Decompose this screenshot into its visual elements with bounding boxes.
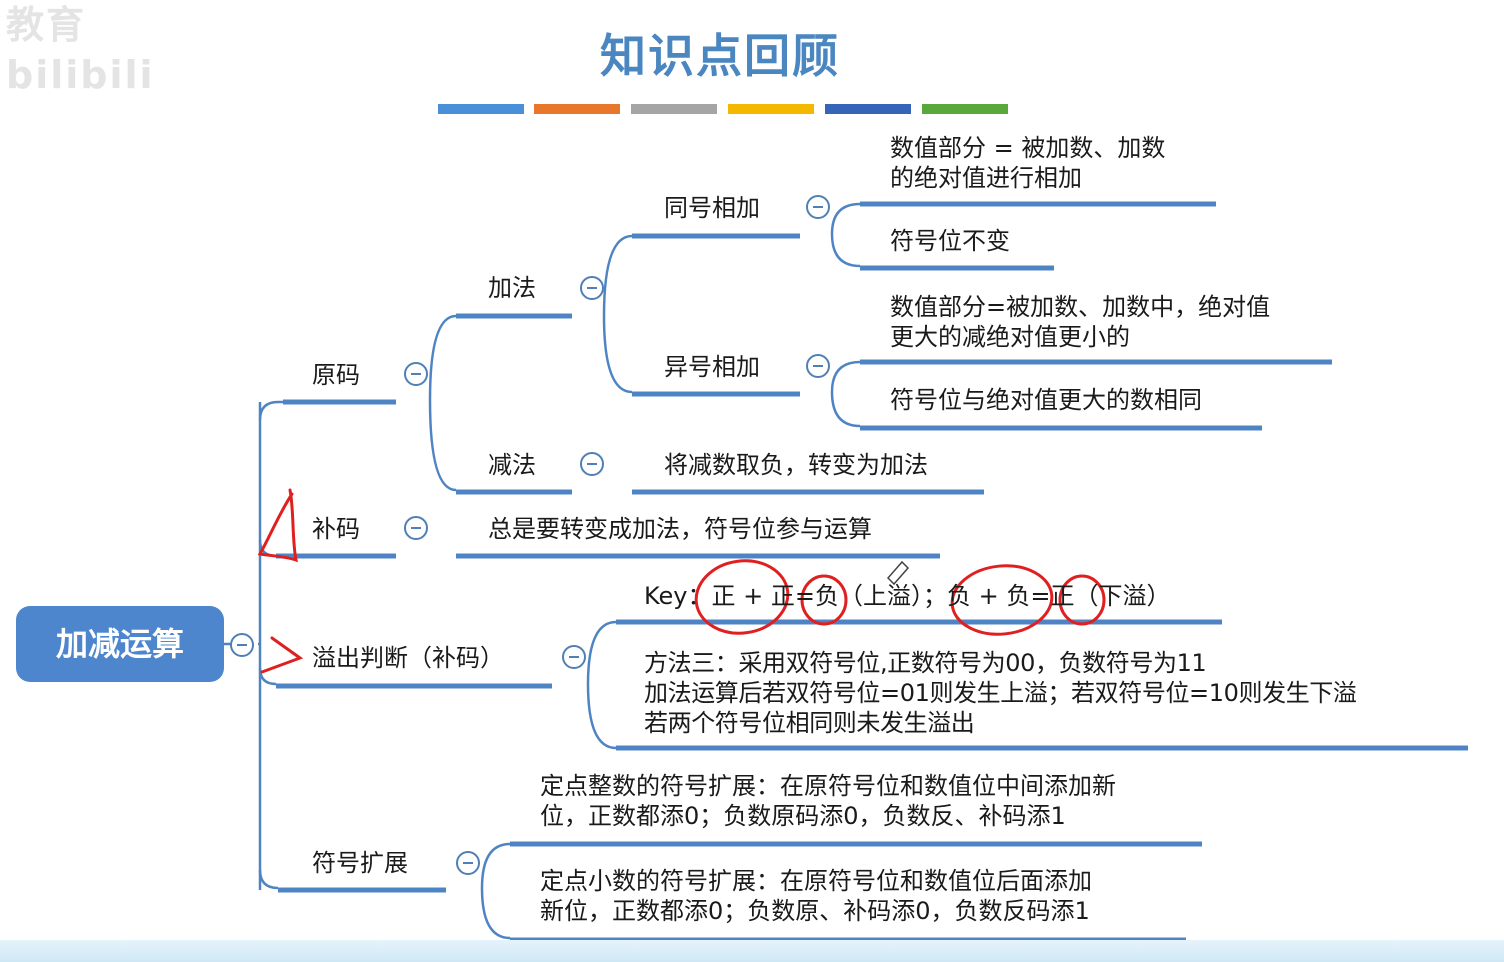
node-yichu-key[interactable]: Key：正 + 正=负（上溢）；负 + 负=正（下溢） <box>644 582 1171 610</box>
node-buma-note[interactable]: 总是要转变成加法，符号位参与运算 <box>488 515 872 543</box>
color-bar-segment <box>438 104 524 114</box>
node-jianfa[interactable]: 减法 <box>488 451 536 479</box>
page-title: 知识点回顾 <box>600 29 840 83</box>
node-yihao[interactable]: 异号相加 <box>664 353 760 381</box>
bottom-decoration <box>0 940 1504 962</box>
node-tonghao-value[interactable]: 数值部分 = 被加数、加数 的绝对值进行相加 <box>890 134 1166 192</box>
watermark: 教育 bilibili <box>6 3 155 97</box>
node-tonghao[interactable]: 同号相加 <box>664 194 760 222</box>
node-jianfa-note[interactable]: 将减数取负，转变为加法 <box>664 451 928 479</box>
collapse-icon[interactable] <box>806 195 830 219</box>
collapse-icon[interactable] <box>562 645 586 669</box>
color-bar-segment <box>631 104 717 114</box>
collapse-icon[interactable] <box>404 362 428 386</box>
node-kuozhan-frac[interactable]: 定点小数的符号扩展：在原符号位和数值位后面添加 新位，正数都添0；负数原、补码添… <box>540 867 1092 925</box>
collapse-icon[interactable] <box>580 452 604 476</box>
collapse-icon[interactable] <box>806 354 830 378</box>
root-node[interactable]: 加减运算 <box>16 606 224 682</box>
node-buma[interactable]: 补码 <box>312 515 360 543</box>
color-bar-segment <box>728 104 814 114</box>
handwritten-annotations <box>257 488 1106 674</box>
node-tonghao-sign[interactable]: 符号位不变 <box>890 227 1010 255</box>
node-yihao-value[interactable]: 数值部分=被加数、加数中，绝对值 更大的减绝对值更小的 <box>890 293 1271 351</box>
collapse-icon[interactable] <box>456 851 480 875</box>
node-yichu-method[interactable]: 方法三：采用双符号位,正数符号为00，负数符号为11 加法运算后若双符号位=01… <box>644 649 1357 737</box>
node-yichu[interactable]: 溢出判断（补码） <box>312 644 504 672</box>
color-bar-segment <box>534 104 620 114</box>
node-kuozhan-int[interactable]: 定点整数的符号扩展：在原符号位和数值位中间添加新 位，正数都添0；负数原码添0，… <box>540 772 1116 830</box>
collapse-icon[interactable] <box>404 516 428 540</box>
node-jiafa[interactable]: 加法 <box>488 274 536 302</box>
node-kuozhan[interactable]: 符号扩展 <box>312 849 408 877</box>
node-yuanma[interactable]: 原码 <box>312 361 360 389</box>
node-yihao-sign[interactable]: 符号位与绝对值更大的数相同 <box>890 386 1202 414</box>
pencil-cursor <box>886 560 910 586</box>
collapse-icon[interactable] <box>580 276 604 300</box>
color-bar-segment <box>825 104 911 114</box>
color-bar-segment <box>922 104 1008 114</box>
collapse-icon[interactable] <box>230 633 254 657</box>
